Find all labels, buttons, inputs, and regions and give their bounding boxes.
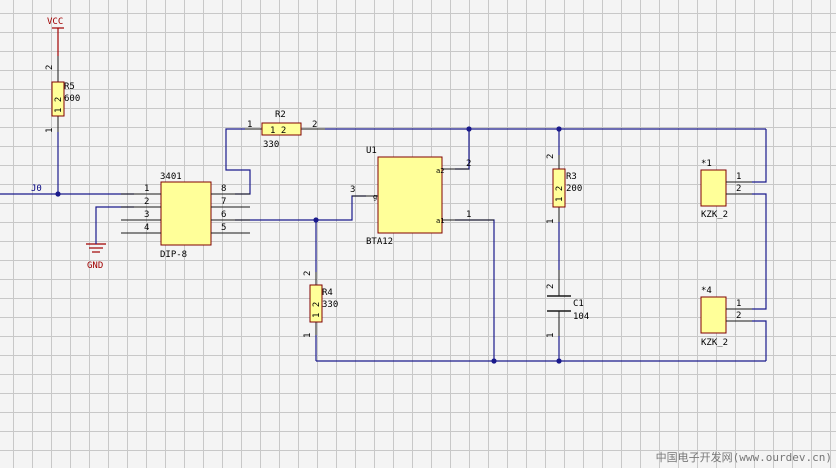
r2-body-label: 1 2 <box>270 126 286 136</box>
junction-dot <box>556 358 562 364</box>
ic-pin-6: 6 <box>221 210 226 220</box>
vcc-symbol: VCC <box>47 17 64 56</box>
u1-label-g: g <box>373 193 377 201</box>
gnd-label: GND <box>87 261 103 271</box>
r5-pin-a: 2 <box>45 65 55 70</box>
wire-j1-pin1 <box>752 129 767 183</box>
capacitor-c1: C1 104 2 1 <box>546 270 589 338</box>
net-label-j0: J0 <box>31 184 42 194</box>
r4-ref: R4 <box>322 288 333 298</box>
c1-pin-a: 2 <box>546 284 556 289</box>
u1-label-a2: a2 <box>436 167 444 175</box>
r5-pin-b: 1 <box>45 128 55 133</box>
junction-dot <box>55 191 61 197</box>
j2-pin-1: 1 <box>736 299 741 309</box>
gnd-symbol: GND <box>86 238 106 271</box>
watermark-text: 中国电子开发网(www.ourdev.cn) <box>655 451 832 464</box>
resistor-r3: R3 200 2 1 1 2 <box>546 154 582 224</box>
ic-pin-3: 3 <box>144 210 149 220</box>
junctions <box>55 126 562 364</box>
resistor-r2: R2 330 1 2 1 2 <box>245 110 325 150</box>
u1-pin-g: 3 <box>350 185 355 195</box>
j2-pin-2: 2 <box>736 311 741 321</box>
wire-u1-a1 <box>455 219 495 361</box>
ic-pin-2: 2 <box>144 197 149 207</box>
u1-pin-a2: 2 <box>466 159 471 169</box>
junction-dot <box>491 358 497 364</box>
ic-pin-8: 8 <box>221 184 226 194</box>
r3-body-label: 1 2 <box>555 186 565 202</box>
c1-ref: C1 <box>573 299 584 309</box>
ic-package: DIP-8 <box>160 250 187 260</box>
j1-pin-2: 2 <box>736 184 741 194</box>
wire-j2-pin2 <box>752 320 767 361</box>
j1-value: KZK_2 <box>701 210 728 220</box>
r2-ref: R2 <box>275 110 286 120</box>
ic-pin-5: 5 <box>221 223 226 233</box>
junction-dot <box>556 126 562 132</box>
r5-ref: R5 <box>64 82 75 92</box>
r3-pin-a: 2 <box>546 154 556 159</box>
r3-pin-b: 1 <box>546 219 556 224</box>
u1-pin-a1: 1 <box>466 210 471 220</box>
u1-value: BTA12 <box>366 237 393 247</box>
connector-j2: *4 KZK_2 1 2 <box>700 286 752 348</box>
ic-pin-7: 7 <box>221 197 226 207</box>
r3-value: 200 <box>566 184 582 194</box>
c1-value: 104 <box>573 312 589 322</box>
ic-pin-1: 1 <box>144 184 149 194</box>
ic-3401: 3401 DIP-8 1 2 3 4 8 7 6 5 <box>121 172 250 260</box>
junction-dot <box>313 217 319 223</box>
r2-pin-b: 2 <box>312 120 317 130</box>
c1-pin-b: 1 <box>546 333 556 338</box>
resistor-r5: R5 600 2 1 1 2 <box>45 56 80 133</box>
r5-value: 600 <box>64 94 80 104</box>
r2-value: 330 <box>263 140 279 150</box>
j1-ref: *1 <box>701 159 712 169</box>
ic-ref: 3401 <box>160 172 182 182</box>
r4-pin-b: 1 <box>303 333 313 338</box>
r3-ref: R3 <box>566 172 577 182</box>
wire-u1-gate <box>316 195 366 221</box>
j1-pin-1: 1 <box>736 172 741 182</box>
connector-j1: *1 KZK_2 1 2 <box>700 159 752 220</box>
vcc-label: VCC <box>47 17 63 27</box>
wire-j1-j2 <box>752 193 767 310</box>
wire-pin8-r2 <box>225 128 251 195</box>
junction-dot <box>466 126 472 132</box>
j2-value: KZK_2 <box>701 338 728 348</box>
u1-ref: U1 <box>366 146 377 156</box>
r4-pin-a: 2 <box>303 271 313 276</box>
r5-body-label: 1 2 <box>54 97 64 113</box>
resistor-r4: R4 330 2 1 1 2 <box>303 271 338 338</box>
ic-pin-4: 4 <box>144 223 149 233</box>
u1-label-a1: a1 <box>436 217 444 225</box>
j2-ref: *4 <box>701 286 712 296</box>
r4-value: 330 <box>322 300 338 310</box>
r2-pin-a: 1 <box>247 120 252 130</box>
triac-u1: U1 BTA12 3 2 1 a2 a1 g <box>350 146 494 247</box>
r4-body-label: 1 2 <box>312 302 322 318</box>
